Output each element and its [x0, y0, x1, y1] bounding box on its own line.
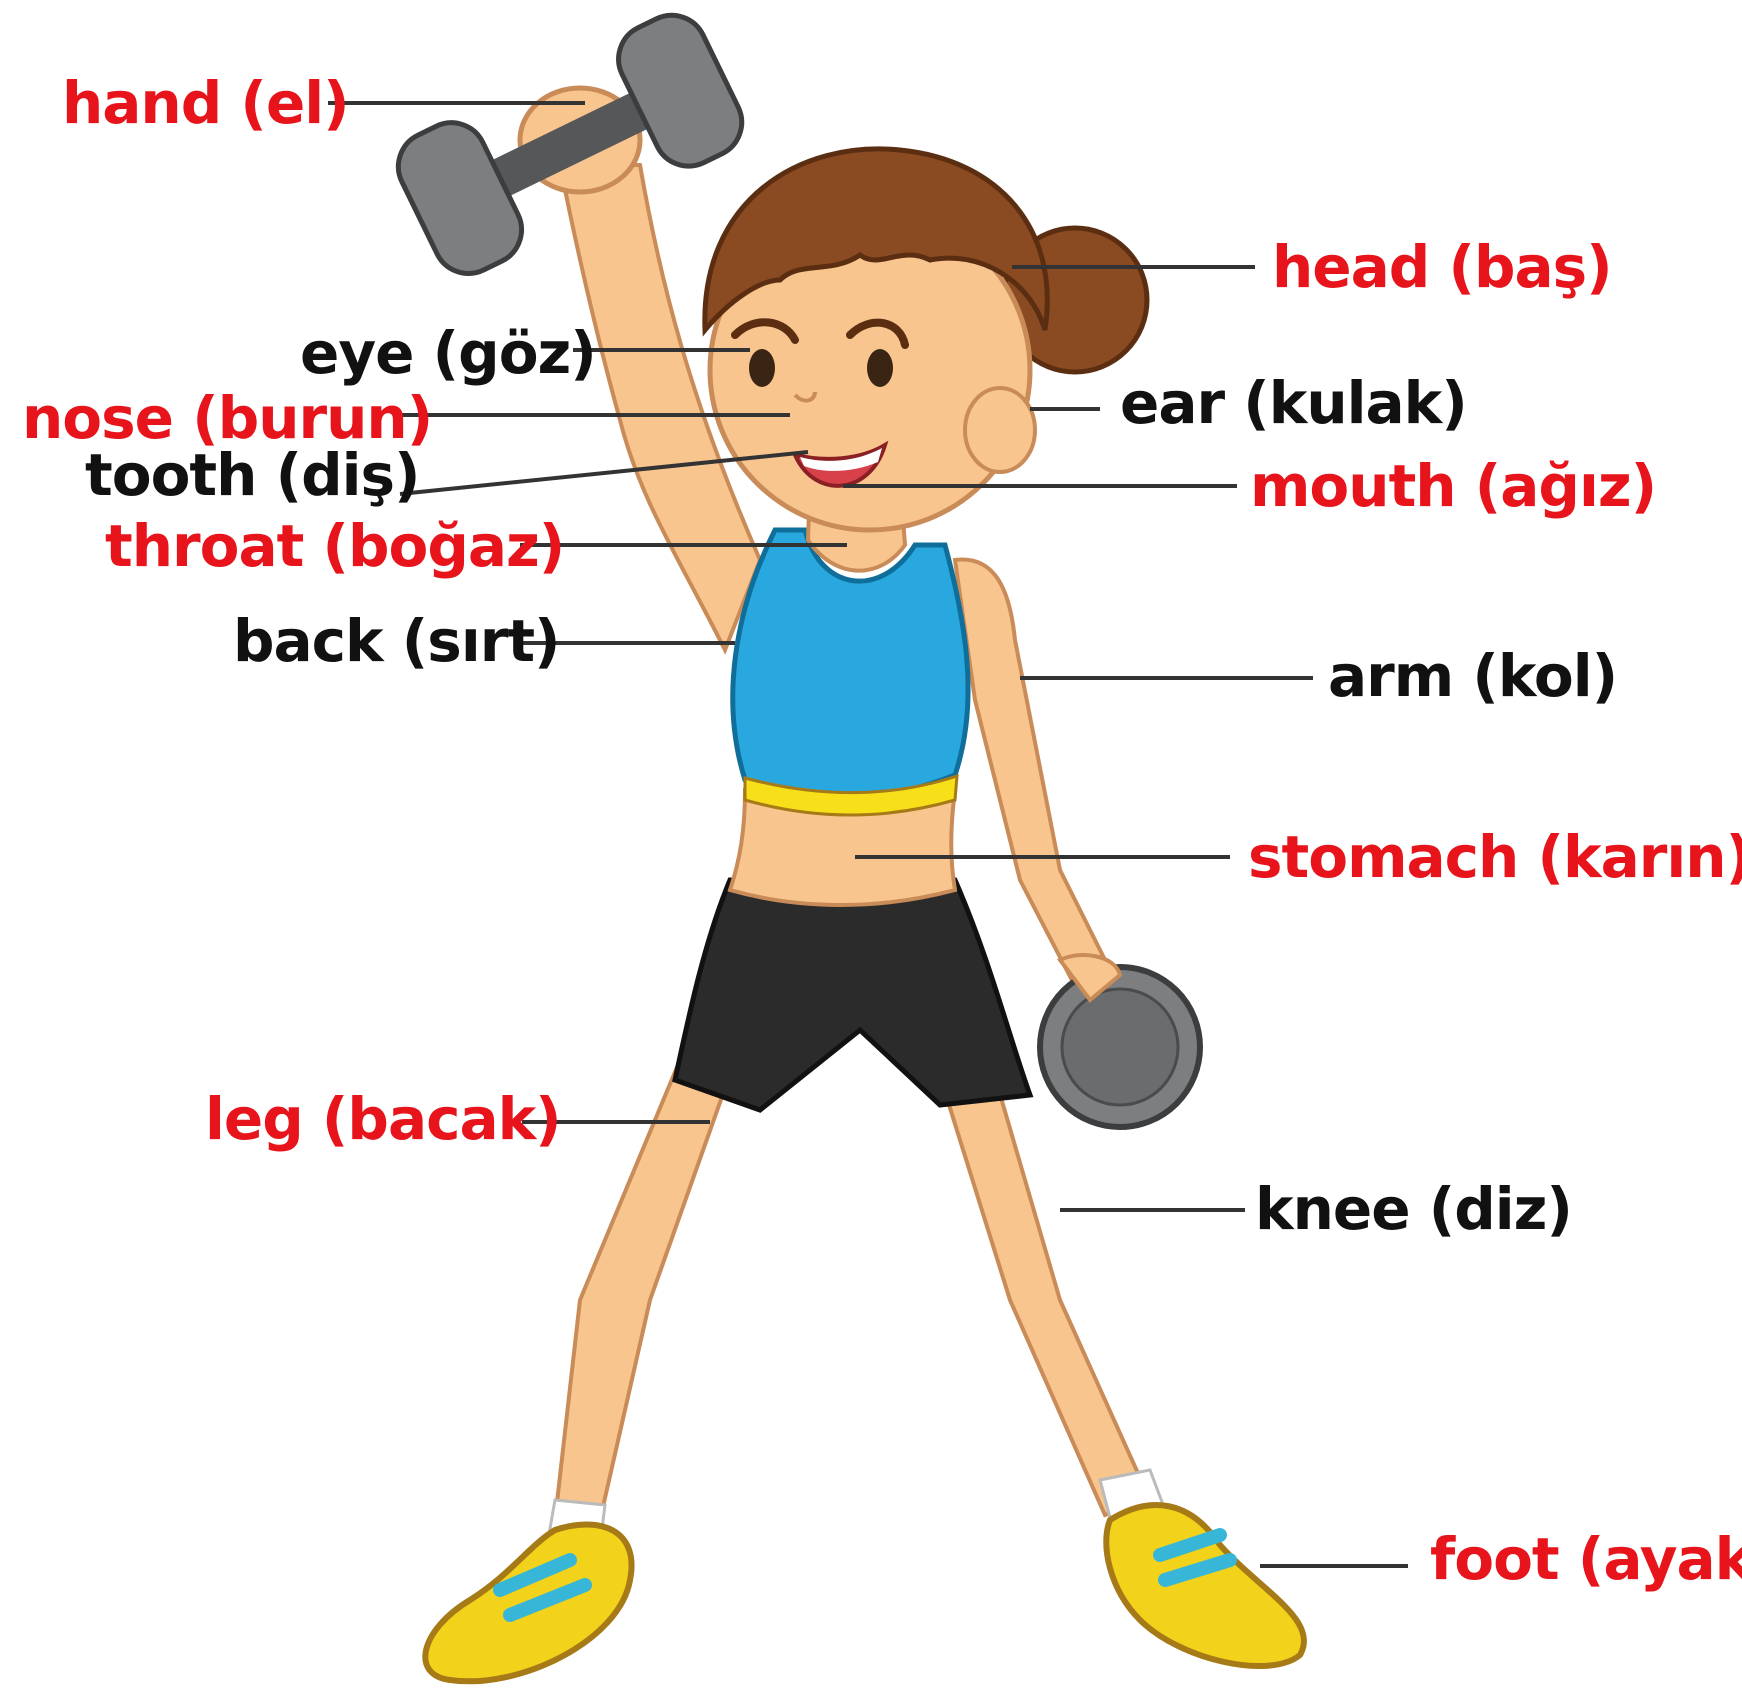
label-knee: knee (diz) [1255, 1180, 1572, 1238]
ear [965, 388, 1035, 472]
left-leg [555, 1060, 735, 1520]
label-stomach: stomach (karın) [1248, 828, 1742, 886]
label-mouth: mouth (ağız) [1250, 457, 1656, 515]
label-throat: throat (boğaz) [105, 517, 564, 575]
left-eye [749, 349, 775, 387]
label-head: head (baş) [1272, 238, 1612, 296]
label-back: back (sırt) [233, 612, 560, 670]
raised-dumbbell [387, 4, 754, 286]
lowered-dumbbell-inner [1062, 989, 1178, 1105]
label-tooth: tooth (diş) [85, 446, 420, 504]
label-leg: leg (bacak) [205, 1090, 561, 1148]
right-eye [867, 349, 893, 387]
right-shoe [1106, 1505, 1304, 1666]
label-eye: eye (göz) [300, 324, 596, 382]
label-ear: ear (kulak) [1120, 374, 1467, 432]
label-nose: nose (burun) [22, 389, 432, 447]
label-foot: foot (ayak) [1430, 1530, 1742, 1588]
label-arm: arm (kol) [1328, 647, 1617, 705]
shorts [675, 880, 1030, 1110]
label-hand: hand (el) [62, 74, 349, 132]
